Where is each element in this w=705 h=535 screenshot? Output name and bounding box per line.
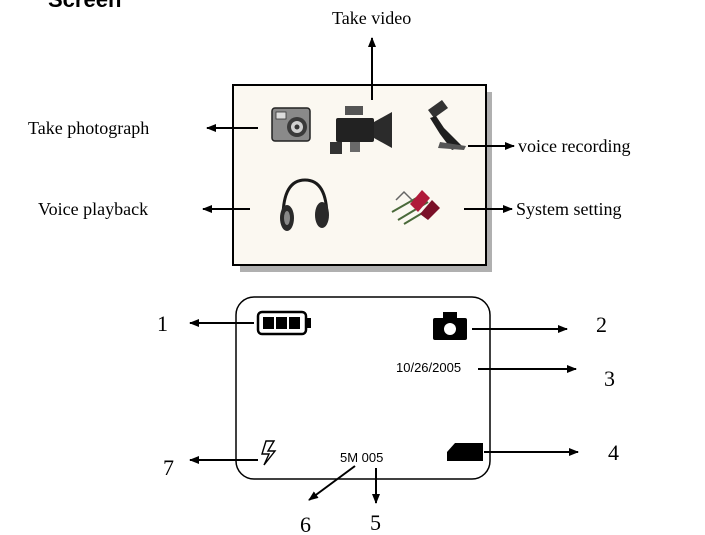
callout-number-3: 3 bbox=[604, 366, 615, 391]
label-take-video: Take video bbox=[332, 8, 411, 28]
video-camera-icon bbox=[330, 106, 392, 154]
callout-arrow-6 bbox=[308, 465, 356, 501]
callout-number-1: 1 bbox=[157, 311, 168, 336]
section-heading: Screen bbox=[48, 0, 121, 12]
date-readout: 10/26/2005 bbox=[396, 360, 461, 375]
callout-number-7: 7 bbox=[163, 455, 174, 480]
label-voice-recording: voice recording bbox=[518, 136, 630, 156]
settings-icon bbox=[391, 190, 440, 225]
lcd-frame bbox=[235, 296, 491, 480]
callout-number-6: 6 bbox=[300, 512, 311, 535]
camera-icon bbox=[271, 107, 311, 142]
resolution-count-readout: 5M 005 bbox=[340, 450, 383, 465]
menu-screen-diagram: Take video Take photograph voice recordi… bbox=[28, 8, 630, 272]
camera-mode-icon bbox=[433, 312, 467, 340]
label-system-setting: System setting bbox=[516, 199, 622, 219]
label-take-photograph: Take photograph bbox=[28, 118, 149, 138]
memory-card-icon bbox=[447, 443, 483, 461]
callout-number-4: 4 bbox=[608, 440, 619, 465]
flash-icon bbox=[261, 440, 277, 466]
battery-icon bbox=[256, 310, 311, 336]
label-voice-playback: Voice playback bbox=[38, 199, 148, 219]
microphone-icon bbox=[428, 100, 466, 150]
callout-number-5: 5 bbox=[370, 510, 381, 535]
status-screen-diagram: 10/26/2005 5M 005 1 2 3 4 5 6 7 bbox=[157, 296, 619, 535]
callout-number-2: 2 bbox=[596, 312, 607, 337]
headphones-icon bbox=[280, 178, 329, 231]
